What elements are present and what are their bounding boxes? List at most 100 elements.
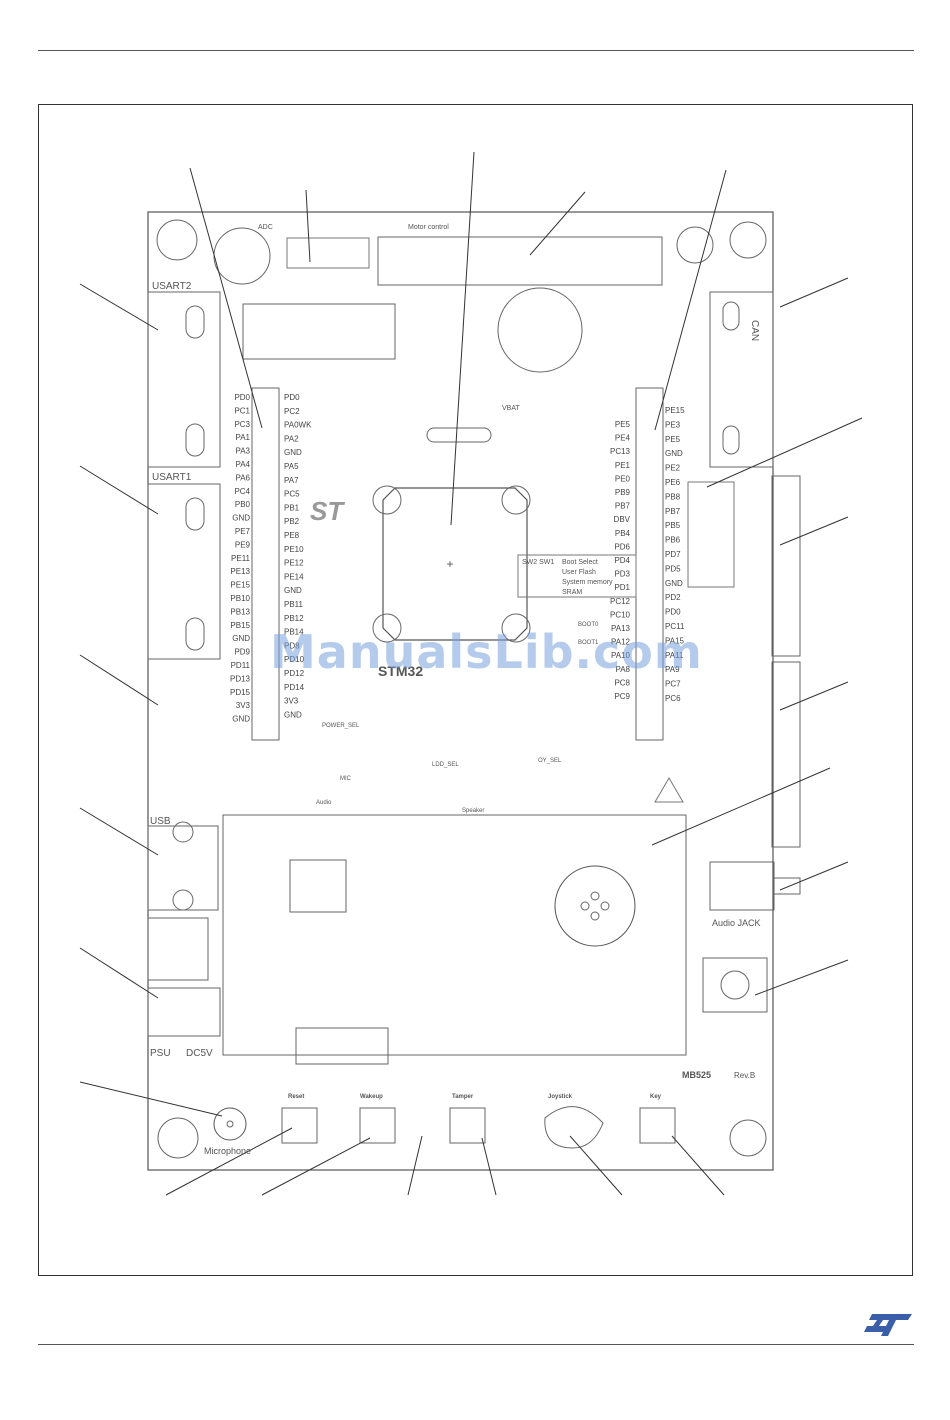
pin-label: PC1: [234, 406, 250, 415]
pin-label: PE11: [231, 554, 251, 563]
motor-control-label: Motor control: [408, 224, 449, 231]
pin-label: PB15: [230, 621, 250, 630]
audio-ic-u7: [289, 859, 347, 913]
boot0-label: BOOT0: [578, 622, 599, 628]
pin-label: GND: [665, 579, 683, 588]
wakeup-label: Wakeup: [360, 1094, 383, 1100]
pin-label: PA2: [284, 434, 299, 443]
usb-label: USB: [150, 816, 171, 827]
usart2-connector: [147, 291, 221, 468]
microsd-socket: [286, 237, 370, 269]
power-sel-label: POWER_SEL: [322, 723, 360, 729]
pin-label: PE3: [665, 420, 681, 429]
pin-label: PE5: [615, 420, 631, 429]
tamper-button: [449, 1107, 486, 1144]
battery-holder: [497, 287, 583, 373]
pin-label: PE9: [235, 540, 251, 549]
dc5v-jack: [147, 987, 221, 1037]
audio-jack-plug: [773, 877, 801, 895]
usart1-slot-top: [185, 497, 205, 531]
vbat-label: VBAT: [502, 405, 520, 412]
key-button: [639, 1107, 676, 1144]
pin-label: PC13: [610, 447, 631, 456]
speaker-hole: [590, 891, 600, 901]
ldd-sel-label: LDD_SEL: [432, 762, 459, 768]
pin-label: GND: [284, 586, 302, 595]
usart1-label: USART1: [152, 472, 192, 483]
microphone-center: [226, 1120, 234, 1128]
pin-label: PD14: [284, 683, 305, 692]
crystal-x2: [426, 427, 492, 443]
pin-label: 3V3: [284, 697, 299, 706]
pin-label: PD12: [284, 669, 305, 678]
callout-reset: [165, 1127, 293, 1196]
board-revision: Rev.B: [734, 1071, 755, 1080]
mounting-hole-tr2: [729, 221, 767, 259]
joystick-label: Joystick: [548, 1094, 573, 1100]
wakeup-button: [359, 1107, 396, 1144]
left-pin-header: [251, 387, 280, 741]
pin-label: PA13: [611, 624, 631, 633]
pin-label: 3V3: [236, 701, 251, 710]
audio-daughter-area: [222, 814, 687, 1056]
pin-label: PE4: [615, 434, 631, 443]
pin-label: GND: [232, 715, 250, 724]
pin-label: GND: [232, 514, 250, 523]
speaker-hole: [580, 901, 590, 911]
rv1-potentiometer: [702, 957, 768, 1013]
right-inner-pin-labels: PE5PE4PC13PE1PE0PB9PB7DBVPB4PD6PD4PD3PD1…: [610, 420, 631, 701]
pin-label: PA8: [615, 665, 630, 674]
mounting-hole-bl: [157, 1117, 199, 1159]
pin-label: PE5: [665, 435, 681, 444]
pin-label: PB1: [284, 503, 300, 512]
pin-label: DBV: [614, 515, 631, 524]
pin-label: PE12: [284, 559, 304, 568]
callout-mcu: [450, 151, 475, 526]
usb-hole: [172, 889, 194, 911]
mcu-label: STM32: [378, 663, 423, 679]
adc-label: ADC: [258, 224, 273, 231]
socket-screw-br: [501, 613, 531, 643]
pin-label: PB6: [665, 536, 681, 545]
socket-screw-tl: [372, 485, 402, 515]
pin-label: PB14: [284, 628, 304, 637]
socket-center-mark: +: [446, 557, 453, 571]
pin-label: PD3: [614, 570, 630, 579]
callout-tamper: [481, 1137, 497, 1196]
pin-label: GND: [284, 710, 302, 719]
pin-label: PB7: [665, 507, 681, 516]
pin-label: PB10: [230, 594, 250, 603]
pin-label: PE2: [665, 464, 681, 473]
callout-usb: [79, 807, 159, 856]
pin-label: PD9: [234, 648, 250, 657]
pin-label: PA0WK: [284, 421, 312, 430]
socket-screw-tr: [501, 485, 531, 515]
psu-regulator: [147, 917, 209, 981]
pin-label: PA7: [284, 476, 299, 485]
pin-label: PE0: [615, 474, 631, 483]
speaker-label: Speaker: [462, 808, 484, 814]
pin-label: PB2: [284, 517, 300, 526]
callout-audio-board: [651, 767, 831, 846]
motor-control-connector: [377, 236, 663, 286]
pin-label: PA4: [235, 460, 250, 469]
pin-label: PB8: [665, 492, 681, 501]
pin-label: PE13: [230, 567, 250, 576]
pin-label: PE15: [665, 406, 685, 415]
callout-usart1: [79, 465, 159, 515]
left-inner-pin-labels: PD0PC2PA0WKPA2GNDPA5PA7PC5PB1PB2PE8PE10P…: [284, 393, 312, 719]
pin-label: PD15: [230, 688, 251, 697]
pin-label: GND: [232, 634, 250, 643]
pin-label: PE6: [665, 478, 681, 487]
footer-rule: [38, 1344, 914, 1345]
pin-label: PD2: [665, 593, 681, 602]
pin-label: PD1: [614, 583, 630, 592]
pin-label: PB4: [615, 529, 631, 538]
psu-label: PSU: [150, 1048, 171, 1059]
pcb-outline: [147, 211, 774, 1171]
right-header-pin-labels: PE15PE3PE5GNDPE2PE6PB8PB7PB5PB6PD7PD5GND…: [665, 406, 685, 703]
pin-label: PA5: [284, 462, 299, 471]
pin-label: PA1: [235, 433, 250, 442]
cn7-connector: [771, 661, 801, 848]
